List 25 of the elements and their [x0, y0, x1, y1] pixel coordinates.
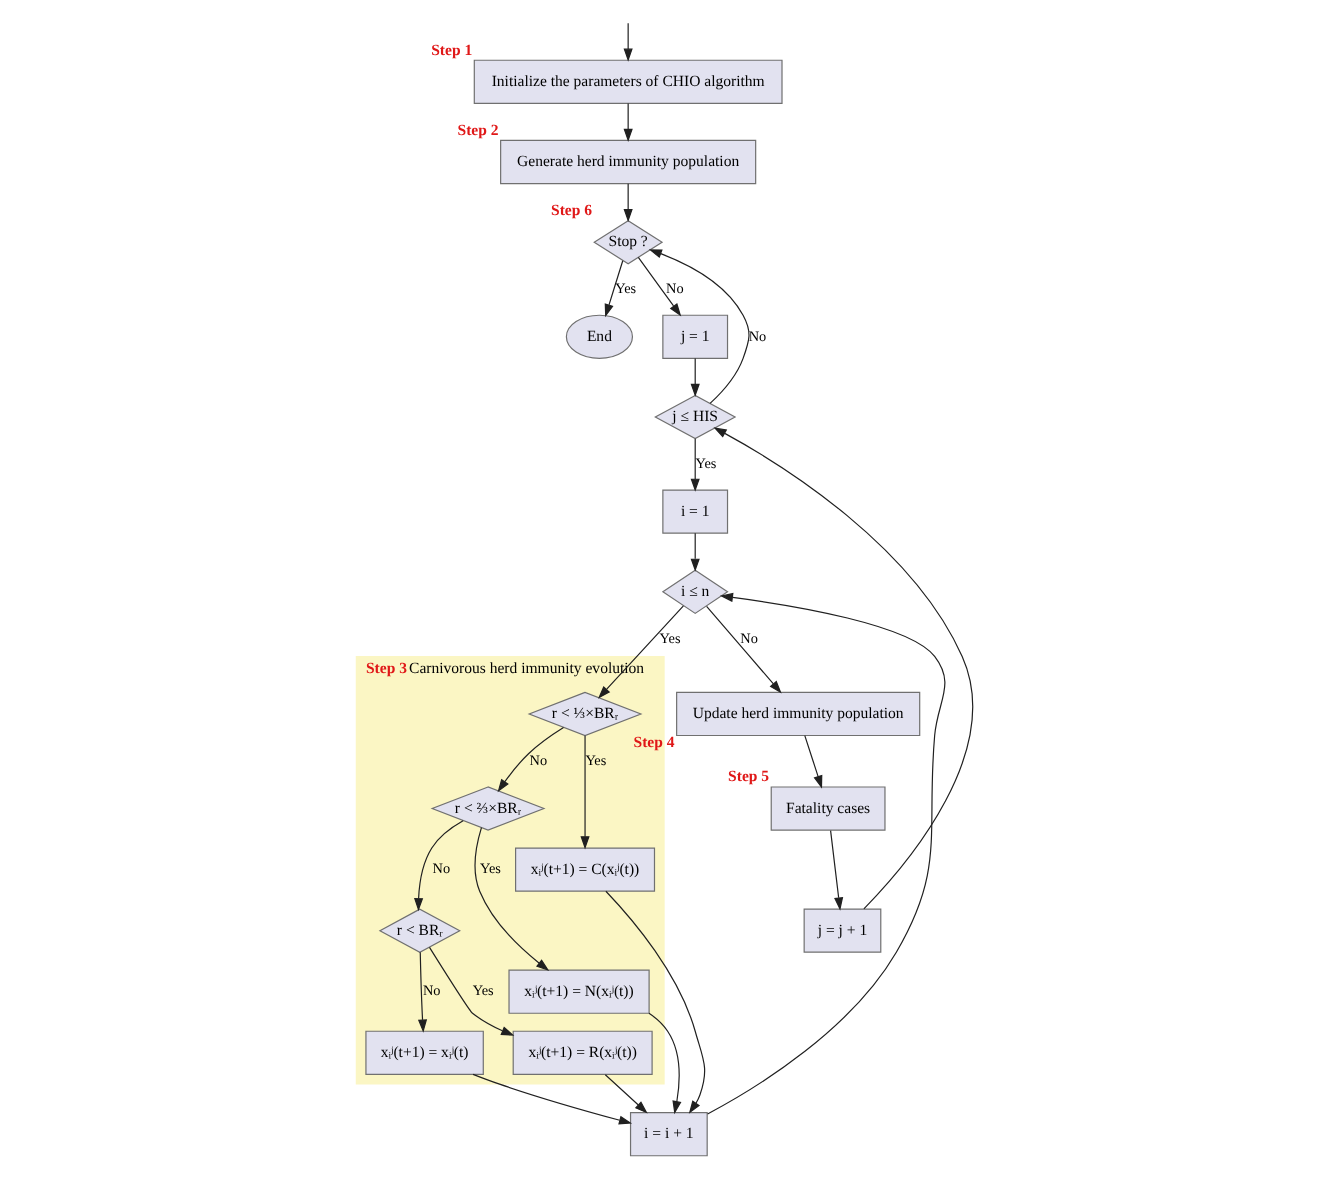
arrow [497, 726, 565, 793]
arrow [690, 438, 700, 492]
arrow [604, 260, 624, 318]
arrow [706, 605, 782, 694]
arrow [597, 605, 684, 699]
arrow [690, 532, 700, 572]
arrow [605, 890, 706, 1114]
arrow [804, 735, 823, 789]
arrow [623, 22, 633, 62]
arrow [690, 357, 700, 398]
arrow [713, 427, 974, 910]
arrow [637, 256, 682, 317]
arrow [428, 946, 515, 1036]
arrow [623, 183, 633, 223]
arrow [648, 249, 750, 405]
arrow [472, 1073, 633, 1125]
arrow [417, 951, 428, 1033]
arrow [604, 1074, 648, 1114]
arrow [648, 1012, 682, 1115]
arrow [623, 102, 633, 143]
arrow [707, 592, 946, 1115]
arrow [830, 830, 844, 911]
arrow [474, 827, 550, 971]
arrow [580, 735, 590, 850]
arrow [414, 820, 464, 912]
